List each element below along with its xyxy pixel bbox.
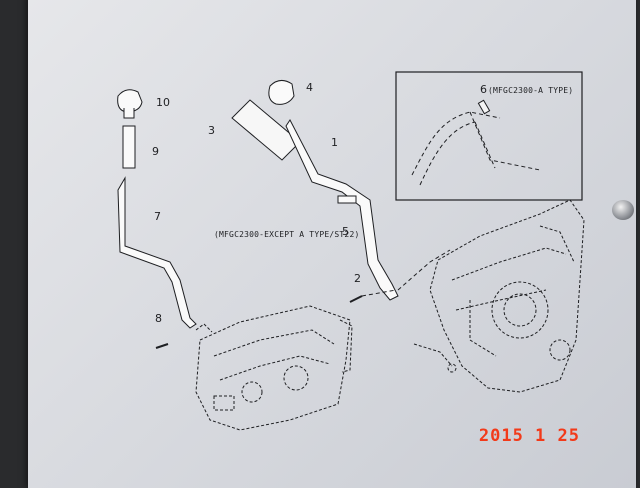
manual-page bbox=[28, 0, 636, 488]
part-label-8: 8 bbox=[155, 312, 162, 325]
date-stamp: 2015 1 25 bbox=[478, 426, 580, 446]
lever-1 bbox=[285, 119, 399, 301]
inset-pin bbox=[477, 99, 491, 115]
pin-8 bbox=[155, 343, 169, 349]
part-label-5: 5 bbox=[342, 225, 349, 238]
part-label-6: 6 bbox=[480, 83, 487, 96]
part-label-3: 3 bbox=[208, 124, 215, 137]
part-label-1: 1 bbox=[331, 136, 338, 149]
inset-box bbox=[395, 71, 583, 201]
part-label-2: 2 bbox=[354, 272, 361, 285]
part-label-7: 7 bbox=[154, 210, 161, 223]
knob-10 bbox=[117, 89, 143, 119]
part-label-10: 10 bbox=[156, 96, 170, 109]
sleeve-9 bbox=[122, 125, 136, 169]
pin-2 bbox=[349, 295, 363, 303]
engine-block bbox=[413, 199, 585, 393]
part-label-9: 9 bbox=[152, 145, 159, 158]
inset-lever bbox=[411, 111, 541, 186]
knob-4 bbox=[268, 80, 295, 105]
transmission-housing bbox=[195, 305, 353, 431]
inset-type-caption: (MFGC2300-A TYPE) bbox=[488, 86, 574, 95]
lever-7 bbox=[117, 176, 197, 329]
part-label-4: 4 bbox=[306, 81, 313, 94]
except-type-caption: (MFGC2300-EXCEPT A TYPE/ST22) bbox=[214, 230, 360, 239]
part-5-shape bbox=[337, 195, 357, 204]
binder-ring bbox=[612, 200, 634, 220]
